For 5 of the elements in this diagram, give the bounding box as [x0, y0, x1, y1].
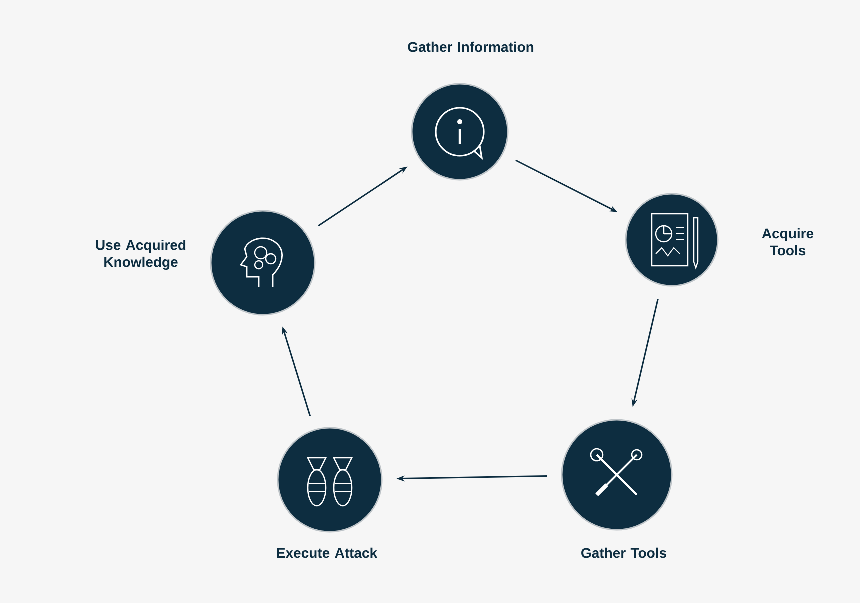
- node-label: Gather Tools: [582, 548, 666, 558]
- node-label: Acquire Tools: [762, 228, 814, 256]
- node-label: Use Acquired Knowledge: [96, 240, 186, 270]
- node-label: Gather Information: [408, 42, 534, 52]
- node-label: Execute Attack: [277, 548, 378, 558]
